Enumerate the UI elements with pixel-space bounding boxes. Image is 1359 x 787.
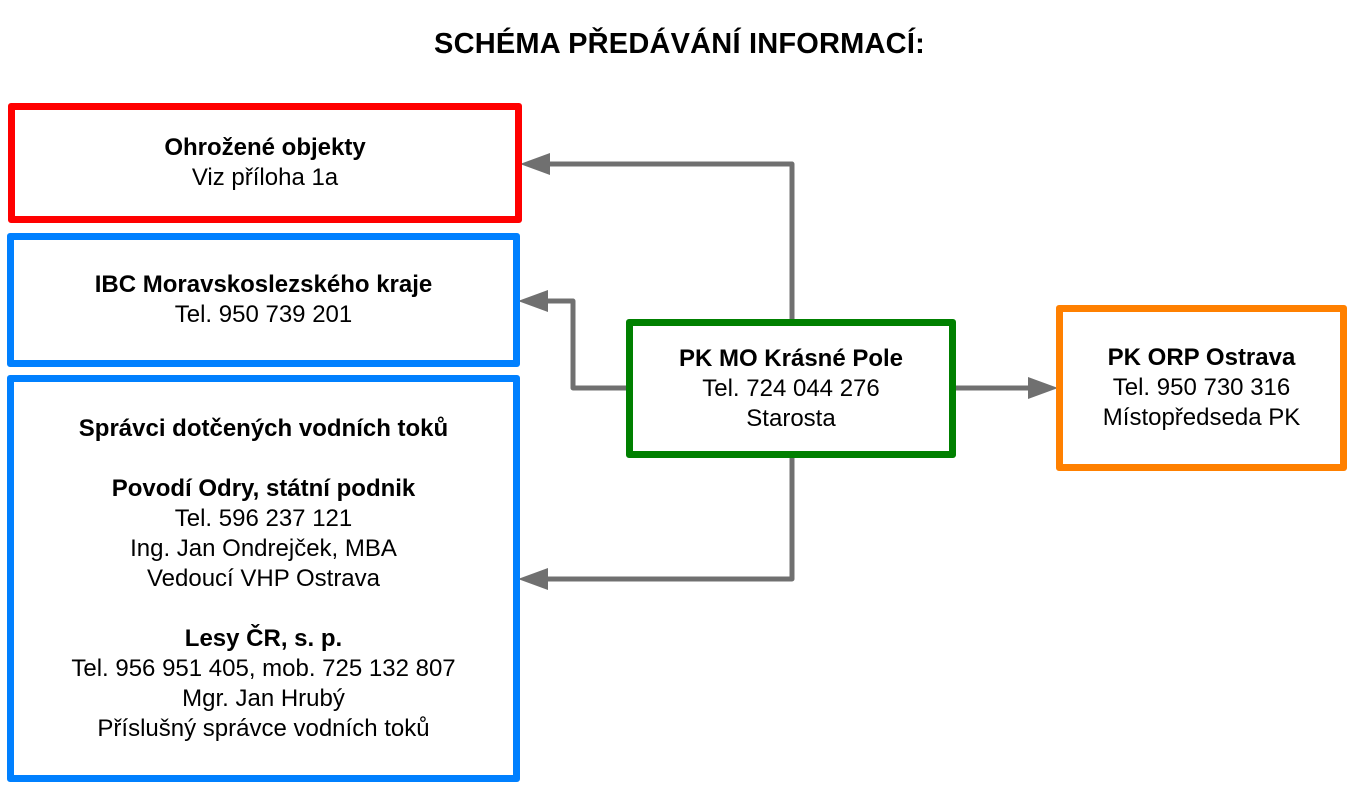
org-name: Lesy ČR, s. p. [184,624,343,652]
node-threatened-objects: Ohrožené objekty Viz příloha 1a [8,103,522,223]
node-phone: Tel. 724 044 276 [702,374,880,402]
connector-line-center-to-water [548,455,795,582]
org-person: Mgr. Jan Hrubý [182,684,345,712]
org-role: Příslušný správce vodních toků [97,714,430,742]
node-text: Viz příloha 1a [191,164,339,191]
node-pk-orp-ostrava: PK ORP Ostrava Tel. 950 730 316 Místopře… [1056,305,1347,471]
node-role: Místopředseda PK [1102,404,1301,431]
connector-line-center-to-ibc [548,298,629,391]
node-water-managers: Správci dotčených vodních toků Povodí Od… [7,375,520,782]
node-phone: Tel. 950 739 201 [174,301,353,328]
node-heading: Správci dotčených vodních toků [78,414,449,442]
org-phone: Tel. 956 951 405, mob. 725 132 807 [71,654,456,682]
org-person: Ing. Jan Ondrejček, MBA [130,534,397,562]
arrowhead-icon [520,153,550,175]
node-role: Starosta [746,404,836,432]
org-phone: Tel. 596 237 121 [174,504,353,532]
arrowhead-icon [518,568,548,590]
node-heading: IBC Moravskoslezského kraje [94,271,433,298]
org-role: Vedoucí VHP Ostrava [146,564,380,592]
node-pk-mo-krasne-pole: PK MO Krásné Pole Tel. 724 044 276 Staro… [626,319,956,458]
diagram-title: SCHÉMA PŘEDÁVÁNÍ INFORMACÍ: [434,28,925,60]
node-ibc: IBC Moravskoslezského kraje Tel. 950 739… [7,233,520,367]
arrowhead-icon [1028,377,1058,399]
node-heading: PK ORP Ostrava [1107,344,1296,371]
connector-line-center-to-threat [550,161,795,322]
arrowhead-icon [518,290,548,312]
org-name: Povodí Odry, státní podnik [111,474,416,502]
node-heading: PK MO Krásné Pole [678,344,904,372]
node-phone: Tel. 950 730 316 [1112,374,1291,401]
node-heading: Ohrožené objekty [164,134,366,161]
